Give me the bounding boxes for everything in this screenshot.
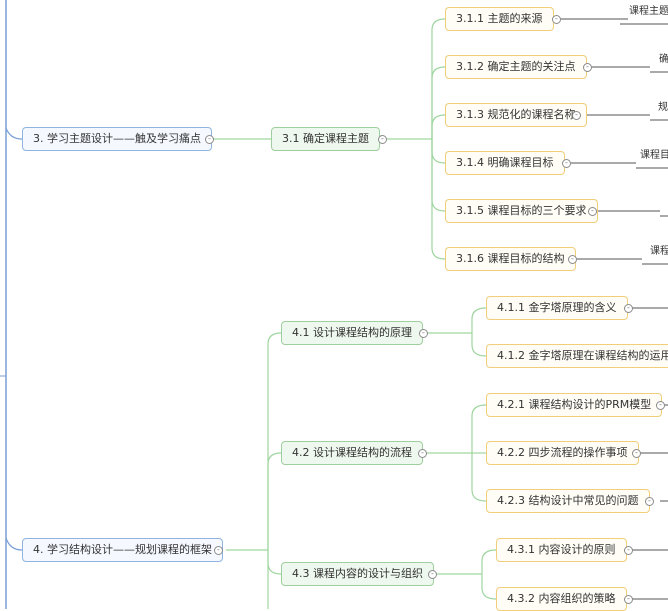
- node-3-1-1[interactable]: 3.1.1 主题的来源: [445, 7, 554, 31]
- collapse-toggle-icon[interactable]: -: [572, 111, 581, 120]
- collapse-toggle-icon[interactable]: -: [418, 449, 427, 458]
- node-4-1-2[interactable]: 4.1.2 金字塔原理在课程结构的运用: [486, 344, 668, 368]
- collapse-toggle-icon[interactable]: -: [428, 570, 437, 579]
- node-4-2-3[interactable]: 4.2.3 结构设计中常见的问题: [486, 489, 650, 513]
- node-3-1-5[interactable]: 3.1.5 课程目标的三个要求: [445, 199, 598, 223]
- leaf-text: 课程主题: [629, 6, 668, 17]
- collapse-toggle-icon[interactable]: -: [645, 497, 654, 506]
- leaf-text: 确: [659, 54, 668, 65]
- collapse-toggle-icon[interactable]: -: [205, 135, 214, 144]
- node-4-1-1[interactable]: 4.1.1 金字塔原理的含义: [486, 296, 628, 320]
- conn-s43-children: [437, 549, 497, 600]
- node-3-1-2[interactable]: 3.1.2 确定主题的关注点: [445, 55, 587, 79]
- node-topic-3[interactable]: 3. 学习主题设计——触及学习痛点: [22, 127, 212, 151]
- collapse-toggle-icon[interactable]: -: [378, 135, 387, 144]
- node-4-2-2[interactable]: 4.2.2 四步流程的操作事项: [486, 441, 639, 465]
- node-topic-4[interactable]: 4. 学习结构设计——规划课程的框架: [22, 538, 223, 562]
- conn-s4-children: [226, 332, 282, 609]
- collapse-toggle-icon[interactable]: -: [419, 329, 428, 338]
- leaf-lines-31: [561, 18, 668, 265]
- collapse-toggle-icon[interactable]: -: [632, 449, 641, 458]
- leaf-text: 规: [658, 102, 668, 113]
- trunk-branch-s3: [5, 127, 23, 140]
- collapse-toggle-icon[interactable]: -: [588, 207, 597, 216]
- node-4-3[interactable]: 4.3 课程内容的设计与组织: [281, 562, 434, 586]
- leaf-text: 课程: [650, 246, 668, 257]
- conn-s42-children: [427, 404, 487, 502]
- collapse-toggle-icon[interactable]: -: [568, 255, 577, 264]
- conn-s41-children: [428, 307, 487, 357]
- node-3-1-4[interactable]: 3.1.4 明确课程目标: [445, 151, 565, 175]
- node-4-1[interactable]: 4.1 设计课程结构的原理: [281, 321, 423, 345]
- collapse-toggle-icon[interactable]: -: [214, 546, 223, 555]
- collapse-toggle-icon[interactable]: -: [583, 63, 592, 72]
- conn-s31-children: [387, 18, 446, 260]
- collapse-toggle-icon[interactable]: -: [624, 304, 633, 313]
- trunk-branch-s4: [5, 537, 23, 551]
- node-3-1-6[interactable]: 3.1.6 课程目标的结构: [445, 247, 576, 271]
- node-3-1[interactable]: 3.1 确定课程主题: [271, 127, 380, 151]
- node-3-1-3[interactable]: 3.1.3 规范化的课程名称: [445, 103, 587, 127]
- node-4-2-1[interactable]: 4.2.1 课程结构设计的PRM模型: [486, 393, 663, 417]
- node-4-3-2[interactable]: 4.3.2 内容组织的策略: [496, 587, 627, 611]
- collapse-toggle-icon[interactable]: -: [552, 15, 561, 24]
- node-4-2[interactable]: 4.2 设计课程结构的流程: [281, 441, 423, 465]
- node-4-3-1[interactable]: 4.3.1 内容设计的原则: [496, 538, 627, 562]
- collapse-toggle-icon[interactable]: -: [624, 546, 633, 555]
- leaf-lines-4: [632, 307, 668, 600]
- leaf-text: 课程目: [640, 150, 668, 161]
- collapse-toggle-icon[interactable]: -: [624, 595, 633, 604]
- collapse-toggle-icon[interactable]: -: [656, 401, 665, 410]
- collapse-toggle-icon[interactable]: -: [562, 159, 571, 168]
